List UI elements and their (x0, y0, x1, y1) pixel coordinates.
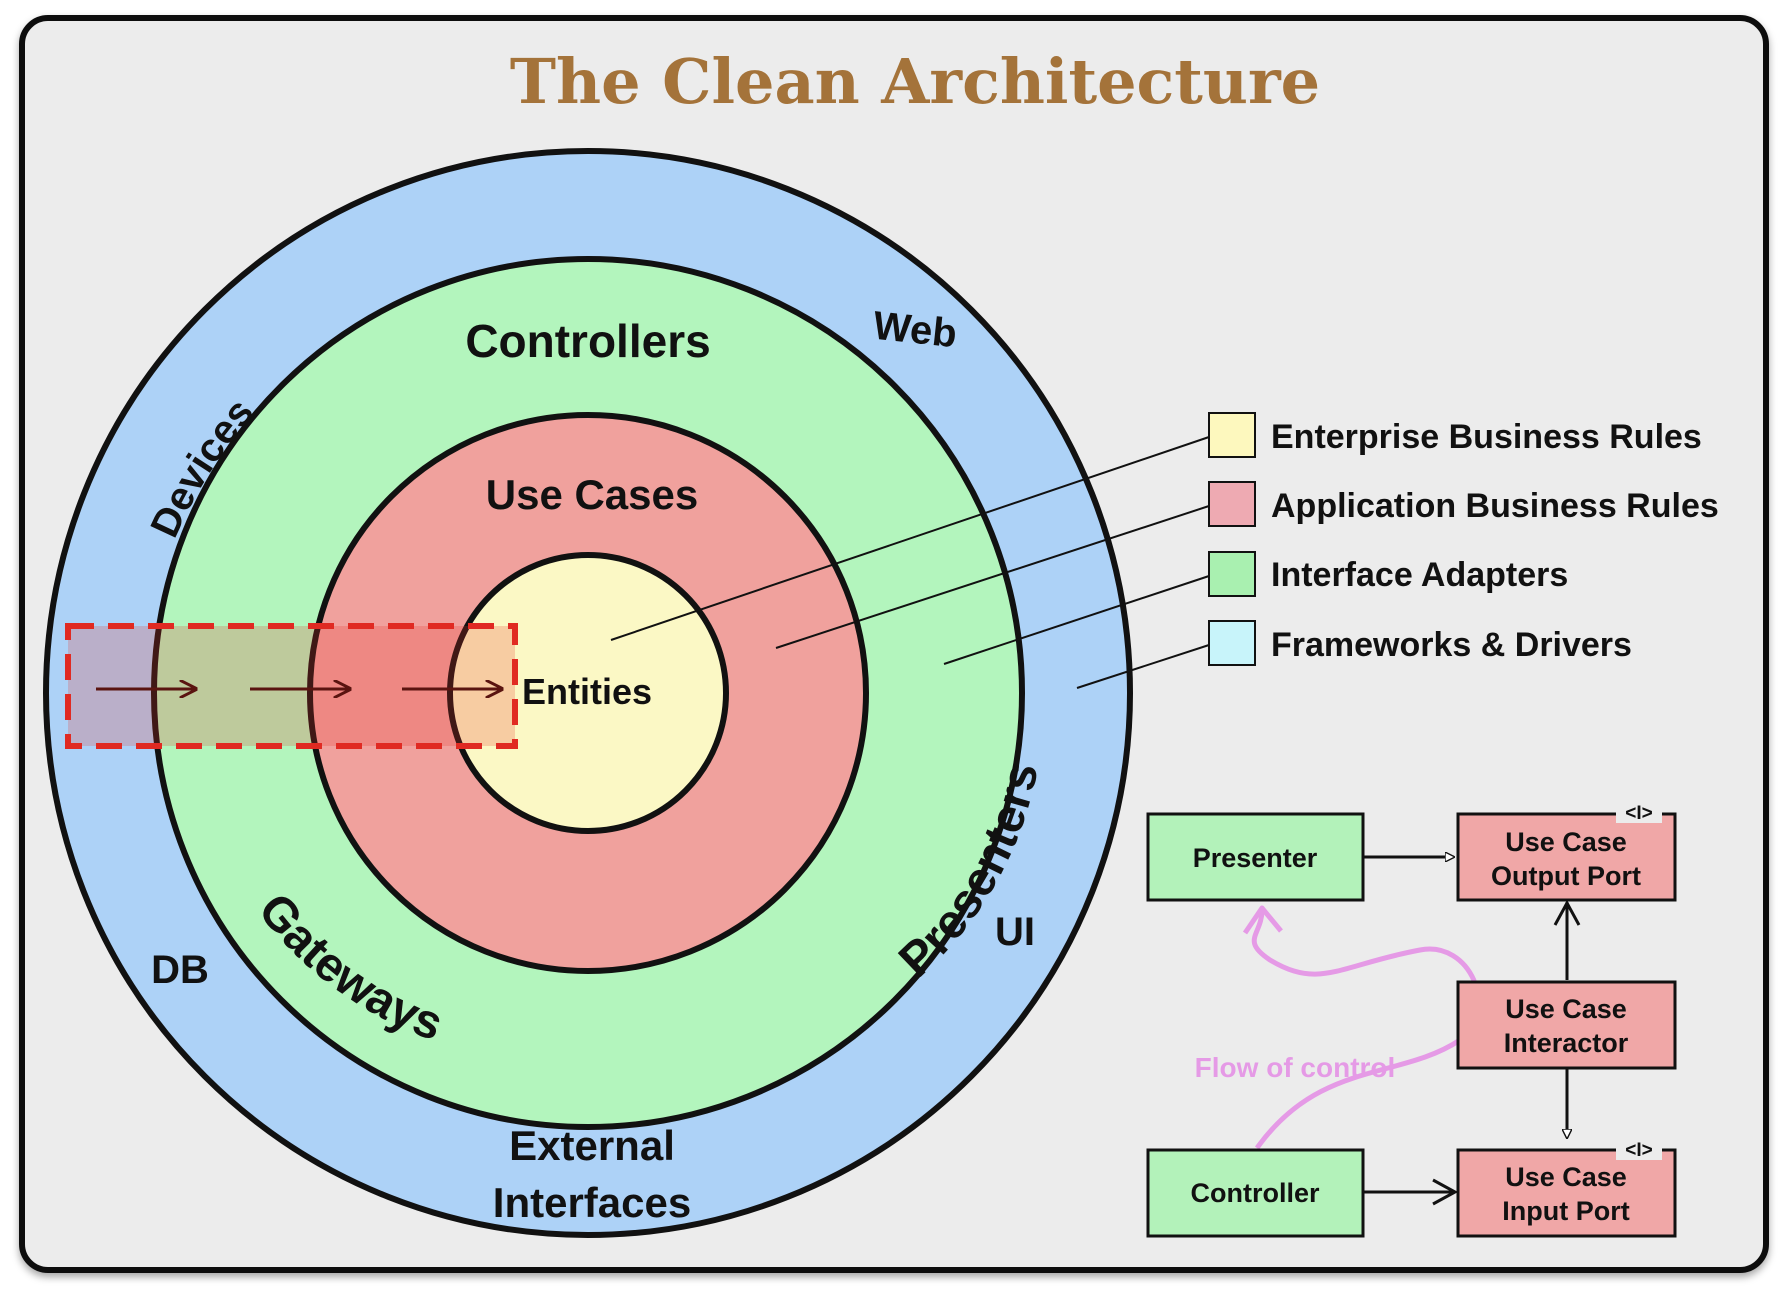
external-interfaces-label-line1: External (509, 1122, 675, 1169)
legend-swatch-enterprise (1208, 412, 1256, 458)
interactor-label-line2: Interactor (1504, 1028, 1629, 1058)
legend-item: Frameworks & Drivers (1208, 620, 1632, 666)
legend-item: Enterprise Business Rules (1208, 412, 1702, 458)
legend-leader-line (610, 436, 1210, 641)
input-port-box: Use Case Input Port <I> (1456, 1140, 1677, 1238)
dependency-direction-highlight (65, 623, 518, 749)
legend-label: Application Business Rules (1271, 487, 1719, 525)
output-port-label-line1: Use Case (1505, 827, 1627, 857)
presenter-box-label: Presenter (1193, 843, 1318, 873)
legend: Enterprise Business Rules Application Bu… (1208, 412, 1719, 666)
presenter-box: Presenter (1146, 812, 1365, 902)
legend-swatch-frameworks (1208, 620, 1256, 666)
entities-label: Entities (522, 671, 652, 712)
interface-marker: <I> (1625, 803, 1652, 824)
legend-item: Interface Adapters (1208, 551, 1568, 597)
interface-marker: <I> (1625, 1140, 1652, 1161)
output-port-label-line2: Output Port (1491, 861, 1641, 891)
legend-leader-line (943, 575, 1210, 665)
input-port-label-line1: Use Case (1505, 1162, 1627, 1192)
web-label: Web (871, 304, 959, 357)
legend-label: Frameworks & Drivers (1271, 626, 1632, 664)
legend-swatch-adapters (1208, 551, 1256, 597)
open-arrowhead (1553, 899, 1581, 926)
open-arrowhead (1432, 1178, 1459, 1206)
interface-marker-bg (1616, 1140, 1662, 1160)
output-port-box: Use Case Output Port <I> (1456, 803, 1677, 902)
flow-arrowhead (1242, 905, 1283, 935)
interface-marker-bg (1616, 803, 1662, 823)
input-port-label-line2: Input Port (1502, 1196, 1629, 1226)
legend-swatch-application (1208, 481, 1256, 527)
legend-item: Application Business Rules (1208, 481, 1719, 527)
controller-box: Controller (1146, 1148, 1365, 1238)
interactor-box: Use Case Interactor (1456, 980, 1677, 1070)
diagram-title: The Clean Architecture (510, 45, 1320, 118)
ui-label: UI (995, 910, 1035, 954)
legend-label: Enterprise Business Rules (1271, 418, 1702, 456)
legend-leader-line (1076, 644, 1210, 689)
db-label: DB (151, 948, 209, 992)
flow-of-control-curve (1251, 909, 1481, 1150)
controller-box-label: Controller (1190, 1178, 1319, 1208)
use-cases-label: Use Cases (486, 471, 698, 518)
flow-of-control-label: Flow of control (1195, 1052, 1396, 1083)
controllers-label: Controllers (465, 315, 710, 367)
legend-label: Interface Adapters (1271, 556, 1568, 594)
external-interfaces-label-line2: Interfaces (493, 1179, 691, 1226)
legend-leader-line (775, 505, 1210, 649)
interactor-label-line1: Use Case (1505, 994, 1627, 1024)
